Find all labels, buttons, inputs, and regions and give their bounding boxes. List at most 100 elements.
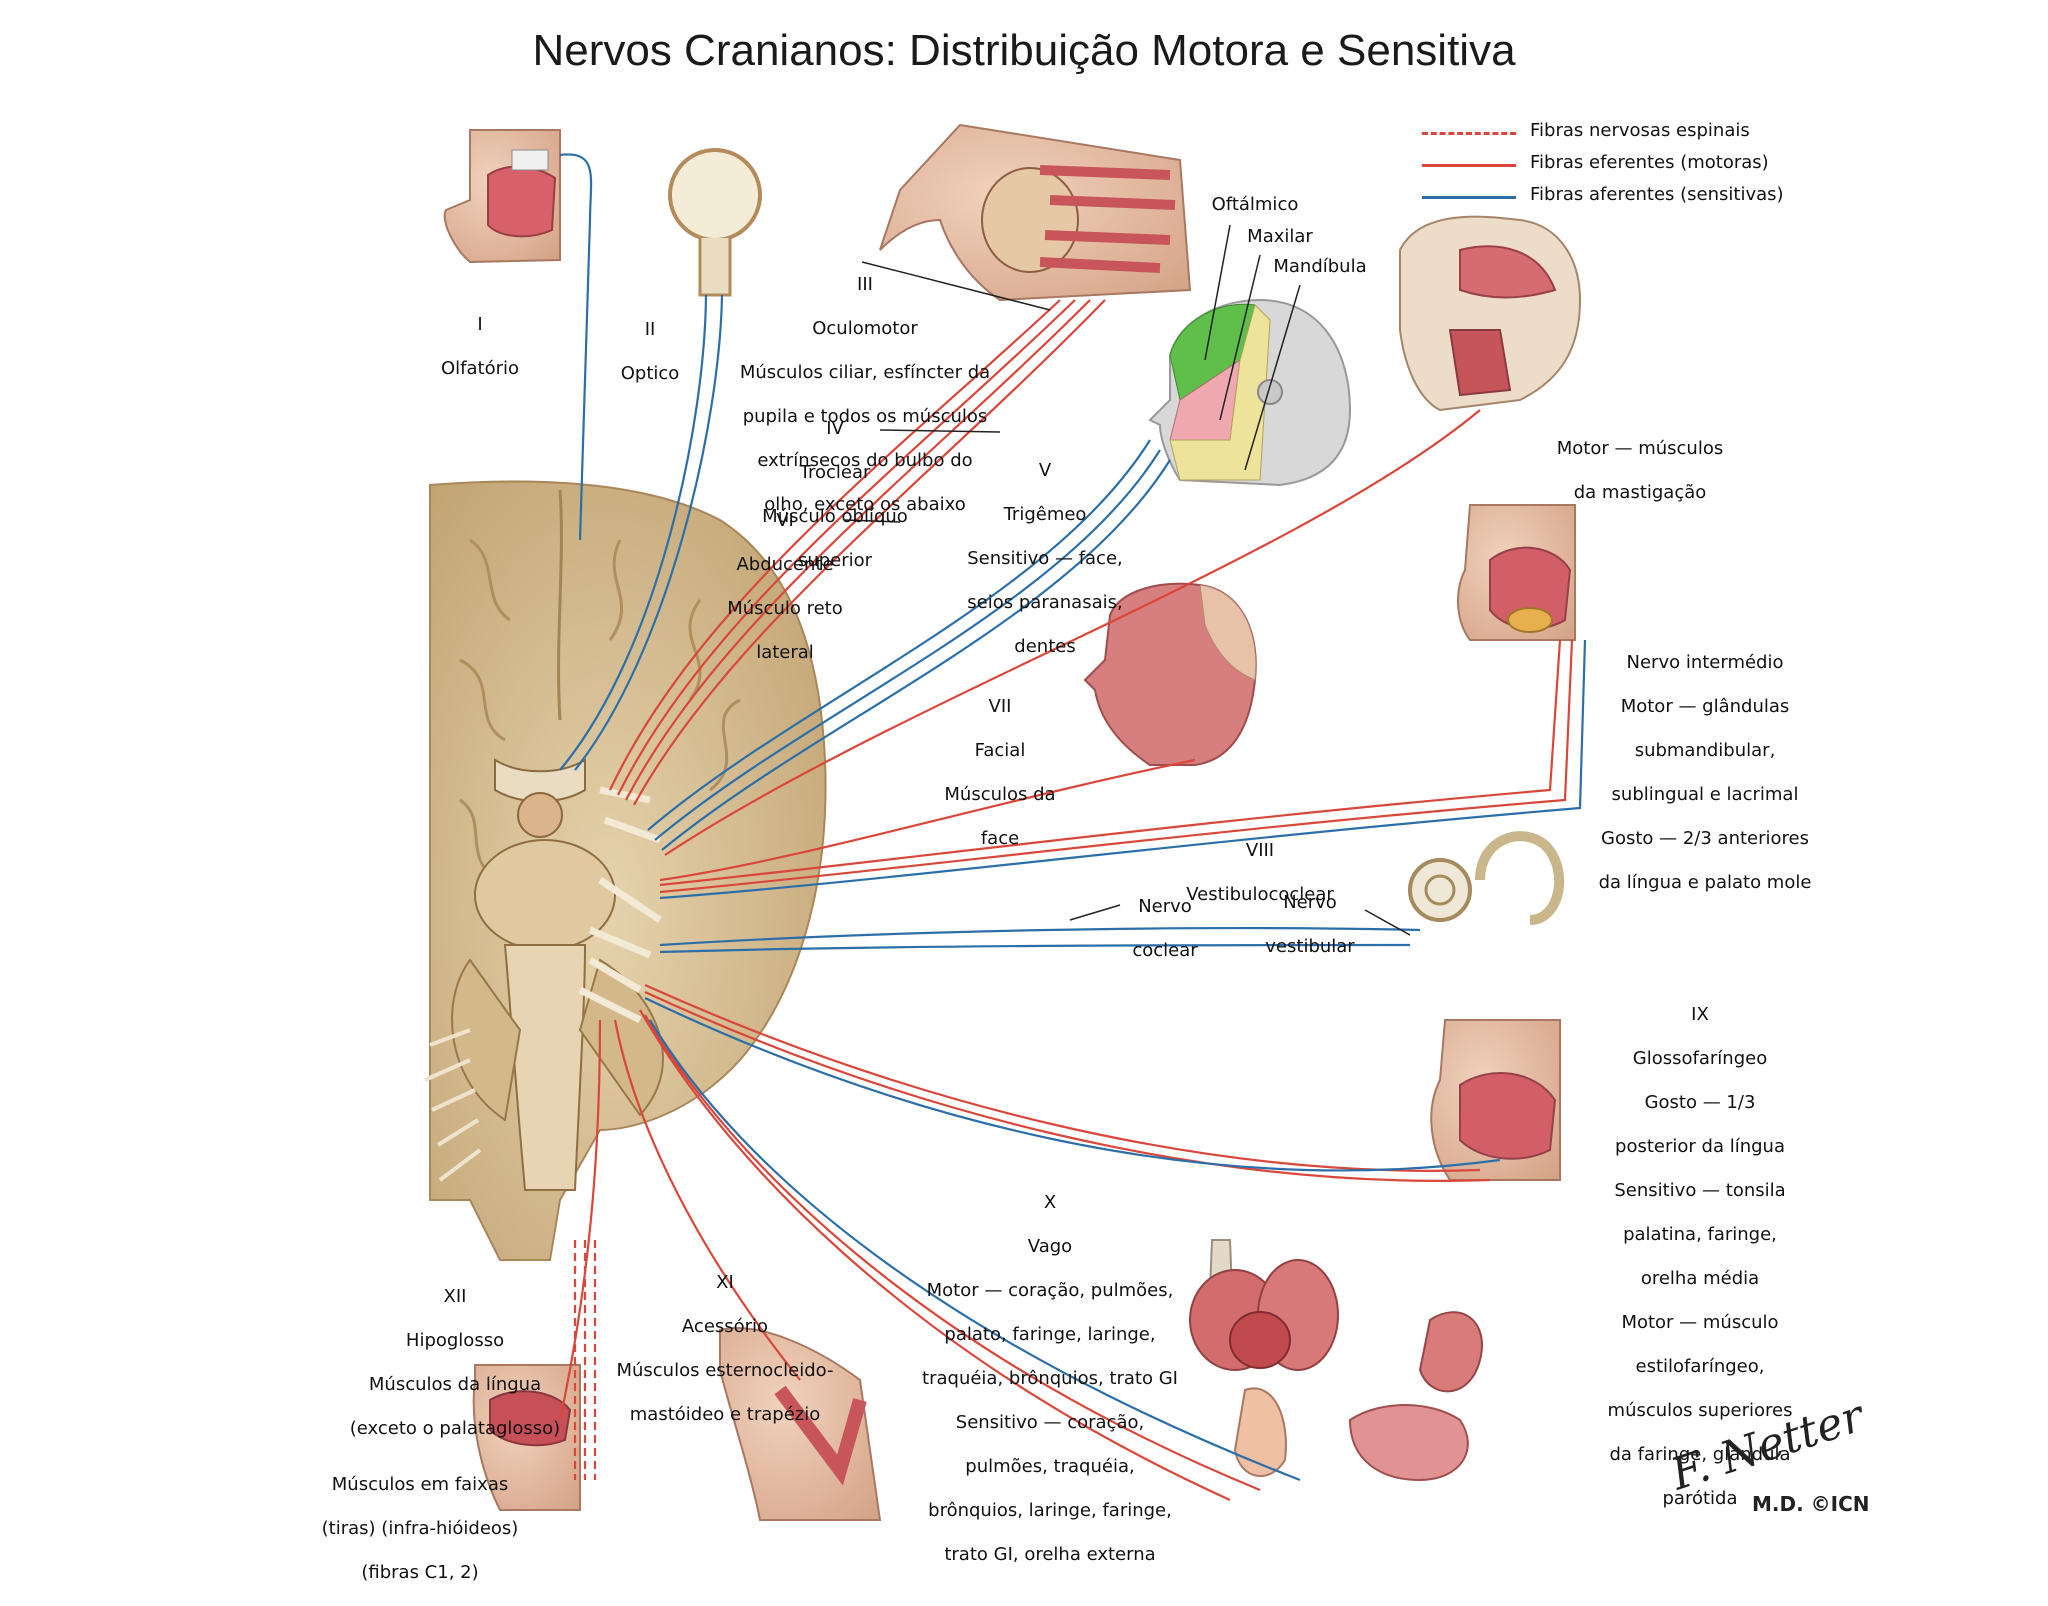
vagus-sensory-path (649, 1019, 1301, 1482)
label-line: Músculos em faixas (331, 1474, 509, 1495)
label-line: Oculomotor (812, 318, 918, 339)
label-line: face (980, 828, 1020, 849)
label-line: Sensitivo — face, (967, 548, 1123, 569)
tongue-section-illustration (472, 1364, 581, 1511)
label-strap-muscles: Músculos em faixas (tiras) (infra-hióide… (300, 1452, 540, 1606)
label-line: coclear (1132, 940, 1198, 961)
label-line: submandibular, (1634, 740, 1776, 761)
label-line: Sensitivo — coração, (955, 1412, 1145, 1433)
label-line: Acessório (681, 1316, 769, 1337)
legend-swatch-afferent (1422, 196, 1516, 199)
face-muscles-illustration (1083, 582, 1257, 766)
label-line: (fibras C1, 2) (361, 1562, 479, 1583)
legend-swatch-spinal (1422, 132, 1516, 135)
signature-suffix: M.D. (1752, 1492, 1804, 1516)
label-line: Vago (1027, 1236, 1073, 1257)
label-line: posterior da língua (1615, 1136, 1785, 1157)
label-line: Gosto — 1/3 (1644, 1092, 1756, 1113)
illustration (424, 123, 1587, 1521)
legend-label: Fibras eferentes (motoras) (1530, 152, 1769, 173)
head-trigeminal-zones-illustration (1148, 298, 1352, 487)
visceral-organs-illustration (1189, 1239, 1483, 1482)
label-line: Hipoglosso (405, 1330, 505, 1351)
label-line: Facial (974, 740, 1026, 761)
facial-motor-path (659, 758, 1196, 882)
label-line: palato, faringe, laringe, (944, 1324, 1156, 1345)
legend-label: Fibras nervosas espinais (1530, 120, 1750, 141)
label-line: da mastigação (1573, 482, 1707, 503)
label-line: Gosto — 2/3 anteriores (1601, 828, 1809, 849)
label-line: estilofaríngeo, (1635, 1356, 1765, 1377)
optic-nerve-path (559, 294, 724, 771)
vestibulocochlear-paths (659, 927, 1421, 954)
glossopharyngeal-sensory-path (644, 997, 1501, 1172)
label-vagus: X Vago Motor — coração, pulmões, palato,… (910, 1170, 1190, 1588)
label-line: Músculos ciliar, esfíncter da (739, 362, 991, 383)
label-optic: II Optico (600, 297, 700, 407)
label-vestibular: Nervo vestibular (1255, 870, 1365, 980)
label-line: Músculo reto (727, 598, 843, 619)
brain-base-illustration (424, 480, 827, 1261)
label-line: VII (988, 696, 1012, 717)
label-maxillary: Maxilar (1247, 226, 1313, 247)
label-line: superior (797, 550, 873, 571)
label-line: da língua e palato mole (1598, 872, 1812, 893)
trigeminal-sensory-paths (647, 439, 1171, 851)
label-facial: VII Facial Músculos da face (920, 674, 1080, 872)
glossopharyngeal-motor-path (644, 983, 1491, 1182)
label-line: Nervo (1138, 896, 1192, 917)
vagus-motor-path (639, 1009, 1261, 1502)
label-line: Nervo (1283, 892, 1337, 913)
hypoglossal-motor-path (558, 1019, 602, 1421)
label-cochlear: Nervo coclear (1115, 874, 1215, 984)
label-line: X (1043, 1192, 1057, 1213)
label-line: VIII (1245, 840, 1275, 861)
label-line: pupila e todos os músculos (742, 406, 988, 427)
legend-item-efferent: Fibras eferentes (motoras) (1422, 152, 1842, 180)
label-line: V (1038, 460, 1052, 481)
label-line: Trigêmeo (1003, 504, 1087, 525)
label-line: vestibular (1265, 936, 1355, 957)
label-line: orelha média (1640, 1268, 1760, 1289)
label-line: Músculos esternocleido- (616, 1360, 834, 1381)
label-line: Motor — coração, pulmões, (926, 1280, 1174, 1301)
label-line: Músculos da língua (368, 1374, 542, 1395)
trigeminal-motor-path (664, 409, 1481, 856)
label-line: Glossofaríngeo (1632, 1048, 1768, 1069)
label-line: Músculo oblíquo (762, 506, 908, 527)
label-line: IV (826, 418, 844, 439)
label-line: da faringe, glândula (1609, 1444, 1791, 1465)
label-line: XII (443, 1286, 467, 1307)
label-line: XI (716, 1272, 734, 1293)
legend-swatch-efferent (1422, 164, 1516, 167)
label-intermediate: Nervo intermédio Motor — glândulas subma… (1570, 630, 1840, 916)
label-line: seios paranasais, (967, 592, 1123, 613)
diagram-stage: Nervos Cranianos: Distribuição Motora e … (322, 26, 1870, 1583)
label-line: IX (1691, 1004, 1709, 1025)
label-line: traquéia, brônquios, trato GI (922, 1368, 1178, 1389)
label-line: Nervo intermédio (1626, 652, 1784, 673)
legend-item-afferent: Fibras aferentes (sensitivas) (1422, 184, 1842, 212)
olfactory-nerve-path (559, 153, 593, 541)
leader-lines (844, 224, 1411, 936)
label-line: lateral (756, 642, 814, 663)
label-line: extrínsecos do bulbo do (757, 450, 973, 471)
label-line: Abducente (736, 554, 834, 575)
label-ophthalmic: Oftálmico (1211, 194, 1299, 215)
label-line: (exceto o palataglosso) (349, 1418, 561, 1439)
label-line: Motor — músculos (1556, 438, 1724, 459)
legend-item-spinal: Fibras nervosas espinais (1422, 120, 1842, 148)
accessory-motor-path (613, 1019, 801, 1381)
label-line: brônquios, laringe, faringe, (928, 1500, 1172, 1521)
label-mandibular: Mandíbula (1273, 256, 1367, 277)
label-line: VI (776, 510, 794, 531)
label-trigeminal: V Trigêmeo Sensitivo — face, seios paran… (945, 438, 1145, 680)
label-line: pulmões, traquéia, (965, 1456, 1135, 1477)
eye-illustration (668, 148, 762, 297)
label-line: III (857, 274, 873, 295)
label-line: músculos superiores (1607, 1400, 1793, 1421)
label-accessory: XI Acessório Músculos esternocleido- mas… (600, 1250, 850, 1448)
label-oculomotor: III Oculomotor Músculos ciliar, esfíncte… (730, 252, 1000, 538)
label-line: sublingual e lacrimal (1611, 784, 1799, 805)
label-olfactory: I Olfatório (420, 292, 540, 402)
